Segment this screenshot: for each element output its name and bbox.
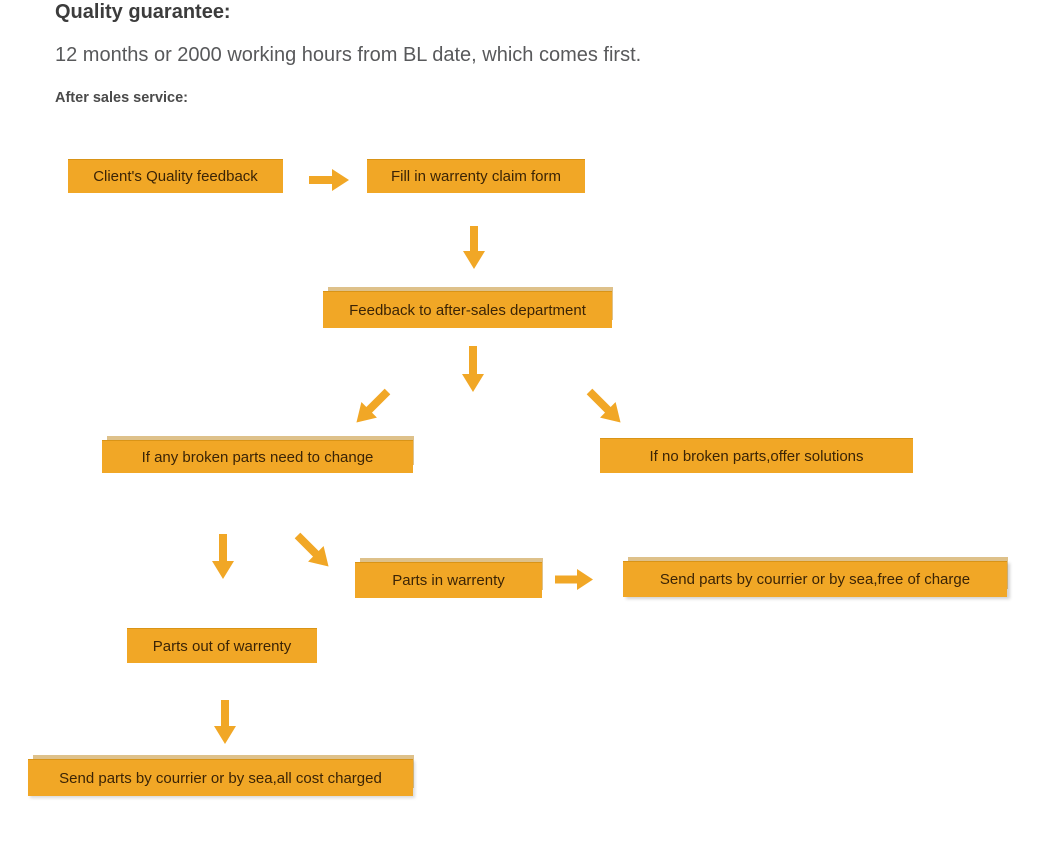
flow-node-feedback-after-sales: Feedback to after-sales department [323,291,612,328]
flow-node-no-broken-parts: If no broken parts,offer solutions [600,438,913,473]
flow-node-send-parts-free: Send parts by courrier or by sea,free of… [623,561,1007,597]
flow-node-send-parts-charged: Send parts by courrier or by sea,all cos… [28,759,413,796]
arrow-right-icon [555,569,593,590]
arrow-down-right-icon [294,532,329,567]
guarantee-subtitle: 12 months or 2000 working hours from BL … [55,44,642,66]
arrow-down-icon [462,346,484,392]
flow-node-client-quality-feedback: Client's Quality feedback [68,159,283,193]
arrow-down-icon [463,226,485,269]
section-heading: After sales service: [55,90,188,106]
flow-node-broken-parts-need-change: If any broken parts need to change [102,440,413,473]
flow-node-parts-out-of-warranty: Parts out of warrenty [127,628,317,663]
flow-node-parts-in-warranty: Parts in warrenty [355,562,542,598]
arrow-down-left-icon [356,388,391,423]
arrow-right-icon [309,169,349,191]
flow-node-fill-warranty-claim-form: Fill in warrenty claim form [367,159,585,193]
arrow-down-icon [212,534,234,579]
arrow-down-right-icon [586,388,621,423]
arrow-down-icon [214,700,236,744]
page-title: Quality guarantee: [55,1,231,23]
